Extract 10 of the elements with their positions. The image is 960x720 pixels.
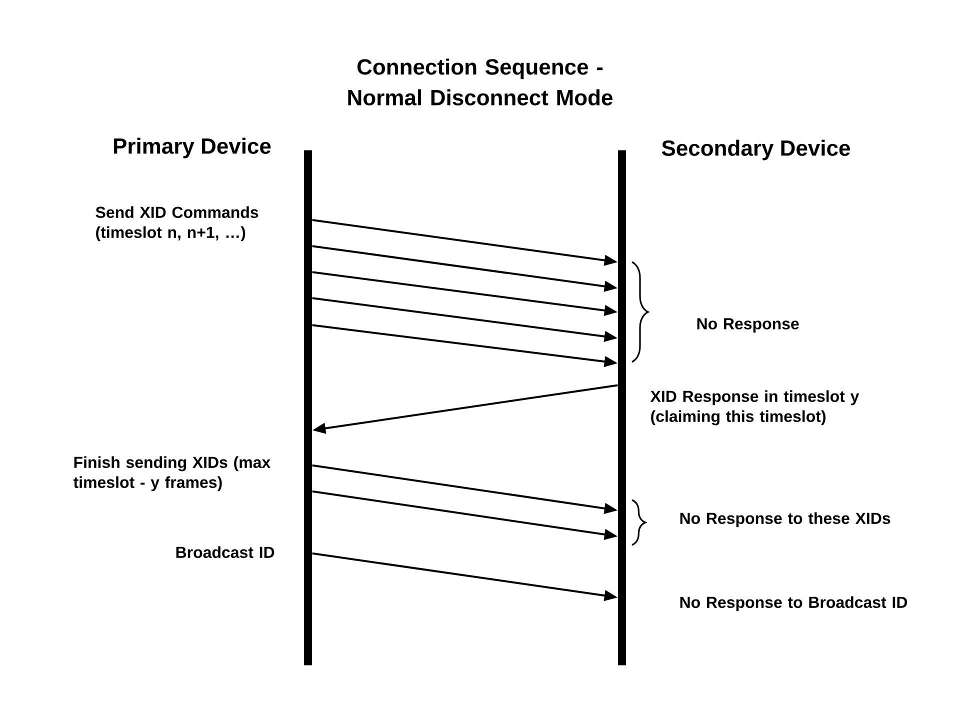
node-label: Primary Device [114, 138, 271, 158]
note: Finish sending XIDs (max timeslot - y frames) [73, 456, 271, 492]
note: No Response [697, 318, 799, 333]
note: XID Response in timeslot y (claiming this timeslot) [650, 390, 860, 426]
note: Broadcast ID [176, 546, 274, 558]
node-label: Secondary Device [662, 140, 850, 160]
note: Send XID Commands (timeslot n, n+1, …) [96, 206, 258, 242]
title: Connection Sequence - Normal Disconnect Mode [348, 58, 612, 106]
note: No Response to Broadcast ID [680, 596, 908, 612]
note: No Response to these XIDs [680, 512, 890, 528]
